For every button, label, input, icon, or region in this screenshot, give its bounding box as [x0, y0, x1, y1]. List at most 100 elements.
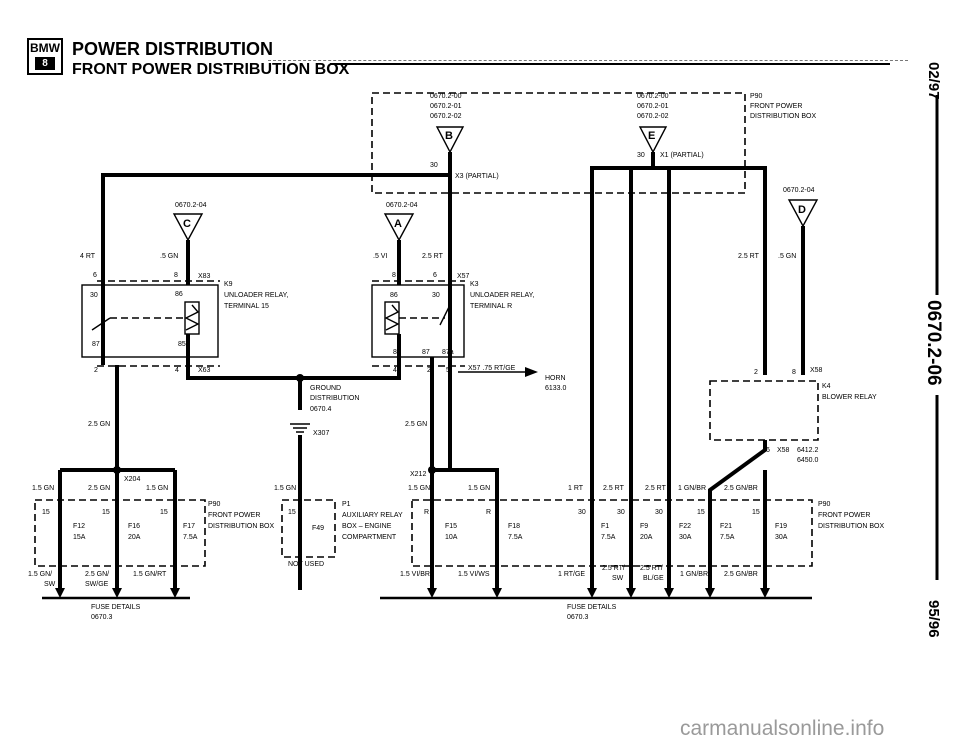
left-wire-top-3: 1.5 GN: [146, 485, 168, 492]
k9-coil-winding: [184, 304, 200, 331]
k3-switch: [439, 304, 451, 326]
right-box-title-2: FRONT POWER: [818, 512, 870, 519]
left-fuse-id-3: F17: [183, 523, 195, 530]
k3-pin-30: 30: [432, 292, 440, 299]
k9-pin-30: 30: [90, 292, 98, 299]
x1-label: X1 (PARTIAL): [660, 152, 704, 159]
mid-fuse-id-2: F18: [508, 523, 520, 530]
left-wire-top-1: 1.5 GN: [32, 485, 54, 492]
k3-pin-4: 4: [393, 367, 397, 374]
page-title: POWER DISTRIBUTION: [72, 39, 273, 59]
k3-wire-right: 2.5 RT: [422, 253, 444, 260]
k9-pin-4: 4: [175, 367, 179, 374]
mid-wire-bottom-2: 1.5 VI/WS: [458, 571, 490, 578]
left-pin-1: 15: [42, 509, 50, 516]
right-fuse-id-5: F19: [775, 523, 787, 530]
k4-ref-2: 6450.0: [797, 457, 819, 464]
mid-wire-bottom-1: 1.5 VI/BR: [400, 571, 430, 578]
k3-pin-87a: 87a: [442, 349, 454, 356]
right-wire-bottom-5: BL/GE: [643, 575, 664, 582]
right-fuse-id-4: F21: [720, 523, 732, 530]
k9-relay-box: [81, 284, 219, 358]
k4-ref-1: 6412.2: [797, 447, 819, 454]
k9-wire-left: 4 RT: [80, 253, 96, 260]
p90-top-label-3: DISTRIBUTION BOX: [750, 113, 816, 120]
watermark: carmanualsonline.info: [680, 717, 884, 740]
header-rule: [268, 60, 908, 61]
ground-icon: [290, 423, 310, 433]
conn-d-ref: 0670.2-04: [783, 187, 815, 194]
right-fuse-rating-1: 7.5A: [601, 534, 616, 541]
left-fuse-box-outline: [34, 499, 206, 567]
right-pin-2: 30: [617, 509, 625, 516]
horn-ref: 6133.0: [545, 385, 567, 392]
k3-pin-6: 6: [433, 272, 437, 279]
left-pin-2: 15: [102, 509, 110, 516]
p1-box-outline: [281, 499, 336, 558]
connector-d-icon: [787, 199, 819, 228]
right-wire-top-4: 1 GN/BR: [678, 485, 706, 492]
bmw-logo-badge: 8: [35, 57, 55, 70]
horn-arrow-icon: [525, 367, 538, 377]
p1-wire-top: 1.5 GN: [274, 485, 296, 492]
left-fuse-details-2: 0670.3: [91, 614, 113, 621]
k3-connector: X57: [457, 273, 470, 280]
k4-wire-right: .5 GN: [778, 253, 796, 260]
ground-title-1: GROUND: [310, 385, 341, 392]
k9-pin-2: 2: [94, 367, 98, 374]
page-subtitle: FRONT POWER DISTRIBUTION BOX: [72, 61, 350, 78]
conn-b-ref-2: 0670.2-01: [430, 103, 462, 110]
conn-e-ref-1: 0670.2-00: [637, 93, 669, 100]
k9-pin-8: 8: [174, 272, 178, 279]
right-fuse-box-outline: [411, 499, 813, 567]
left-wire-bottom-3: 2.5 GN/: [85, 571, 109, 578]
k3-pin-5: 5: [446, 367, 450, 374]
right-pin-5: 15: [752, 509, 760, 516]
k4-relay-box: [709, 380, 819, 441]
right-fuse-rating-3: 30A: [679, 534, 692, 541]
mid-mid-wire: 2.5 GN: [405, 421, 427, 428]
horn-wire-label: X57 .75 RT/GE: [468, 365, 516, 372]
right-pin-3: 30: [655, 509, 663, 516]
side-date-bottom: 95/96: [925, 600, 942, 638]
k3-ground-wire: [300, 334, 401, 380]
k3-title-1: K3: [470, 281, 479, 288]
right-fuse-id-1: F1: [601, 523, 609, 530]
k3-coil-winding: [384, 304, 400, 331]
right-pin-1: 30: [578, 509, 586, 516]
left-arrow-icons: [55, 588, 180, 598]
left-fuse-rating-2: 20A: [128, 534, 141, 541]
right-wire-bottom-1: 1 RT/GE: [558, 571, 585, 578]
k3-title-3: TERMINAL R: [470, 303, 512, 310]
k4-pin-2: 2: [754, 369, 758, 376]
connector-e-icon: [638, 126, 668, 154]
conn-e-ref-3: 0670.2-02: [637, 113, 669, 120]
side-date-top: 02/97: [925, 62, 942, 100]
p90-top-box: [371, 92, 746, 194]
k4-connector: X58: [810, 367, 823, 374]
bmw-logo-text: BMW: [30, 41, 60, 55]
mid-splice-label: X212: [410, 471, 426, 478]
right-wire-top-2: 2.5 RT: [603, 485, 625, 492]
right-box-title-1: P90: [818, 501, 831, 508]
connector-a-icon: [383, 213, 415, 242]
mid-pin-2: R: [486, 509, 491, 516]
left-wire-bottom-2: SW: [44, 581, 56, 588]
conn-c-ref: 0670.2-04: [175, 202, 207, 209]
conn-b-ref-3: 0670.2-02: [430, 113, 462, 120]
k9-wire-right: .5 GN: [160, 253, 178, 260]
header-rule-2: [330, 63, 890, 65]
wire-e-right: [653, 166, 767, 375]
k3-pin-85: 85: [393, 349, 401, 356]
k9-ground-wire: [186, 365, 302, 410]
right-wire-top-5: 2.5 GN/BR: [724, 485, 758, 492]
mid-wire-top-1: 1.5 GN: [408, 485, 430, 492]
conn-b-ref-1: 0670.2-00: [430, 93, 462, 100]
left-fuse-id-1: F12: [73, 523, 85, 530]
right-wire-top-3: 2.5 RT: [645, 485, 667, 492]
side-page-number: 0670.2-06: [923, 300, 944, 386]
horn-title: HORN: [545, 375, 566, 382]
wire-b-to-k9: [101, 152, 452, 365]
left-mid-wire: 2.5 GN: [88, 421, 110, 428]
